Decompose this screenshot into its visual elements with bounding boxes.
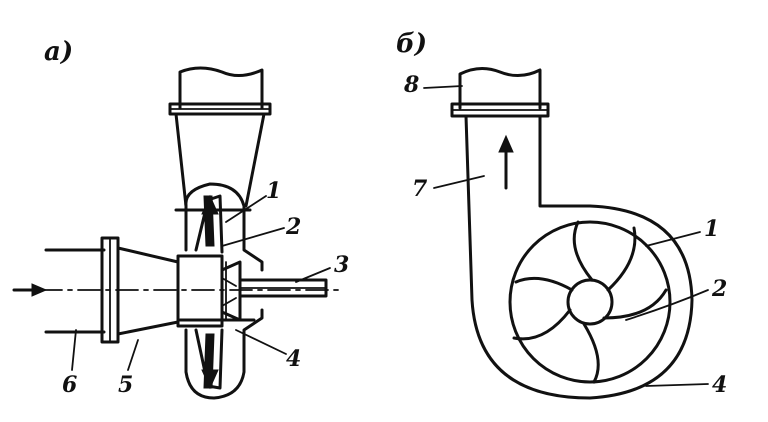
leader-a-5 — [127, 339, 139, 371]
impeller-blades — [512, 220, 668, 384]
leader-b-7 — [433, 175, 485, 189]
outlet-pipe-b — [458, 67, 542, 110]
label-b-2: 2 — [711, 276, 727, 302]
flow-arrow-up — [201, 194, 219, 215]
outlet-cone-left — [174, 112, 188, 208]
flow-arrow-down — [201, 369, 219, 390]
leader-b-8 — [423, 85, 463, 89]
leader-a-3 — [295, 267, 331, 283]
panel-a-label: а) — [44, 37, 73, 67]
volute-casing — [464, 114, 694, 400]
suction-cone-bottom — [116, 320, 180, 336]
label-a-5: 5 — [118, 372, 133, 398]
leader-a-2 — [221, 227, 285, 247]
impeller-hub — [176, 254, 224, 328]
panel-b-label: б) — [396, 29, 427, 59]
casing-upper — [184, 182, 264, 272]
label-a-2: 2 — [285, 214, 301, 240]
impeller-lower-shroud — [194, 328, 224, 390]
leader-a-4 — [235, 329, 287, 355]
suction-cone-top — [116, 246, 180, 264]
label-b-7: 7 — [412, 176, 428, 202]
label-b-8: 8 — [403, 72, 419, 98]
leader-b-1 — [645, 231, 701, 247]
leader-b-4 — [645, 383, 709, 387]
outlet-pipe-a — [178, 66, 264, 110]
impeller-upper-shroud — [194, 194, 224, 254]
impeller-disc — [508, 220, 672, 384]
label-a-4: 4 — [286, 346, 301, 372]
discharge-arrow-head — [498, 134, 514, 153]
hub-nut — [220, 260, 242, 322]
inlet-arrow-head — [31, 283, 48, 297]
outlet-cone-right — [244, 112, 266, 208]
leader-a-1 — [225, 195, 267, 223]
label-b-1: 1 — [704, 216, 719, 242]
panel-b-drawing — [423, 67, 709, 400]
label-a-1: 1 — [266, 178, 281, 204]
leader-a-6 — [71, 329, 77, 371]
impeller-eye — [566, 278, 614, 326]
label-a-3: 3 — [334, 252, 349, 278]
leader-b-2 — [625, 289, 709, 321]
casing-lower — [184, 308, 264, 400]
label-b-4: 4 — [712, 372, 727, 398]
panel-a-drawing — [12, 66, 341, 400]
label-a-6: 6 — [62, 372, 77, 398]
